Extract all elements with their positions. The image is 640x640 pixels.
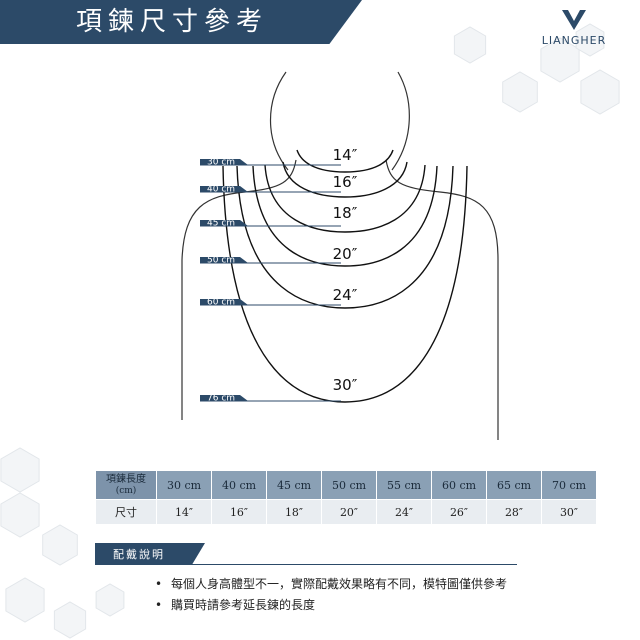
bullet-icon: • bbox=[155, 598, 163, 612]
table-cm-cell: 60 cm bbox=[431, 470, 487, 500]
table-inch-cell: 20″ bbox=[321, 499, 377, 525]
necklace-inch-label: 16″ bbox=[333, 173, 358, 191]
page-title: 項鍊尺寸參考 bbox=[76, 7, 269, 37]
title-banner bbox=[0, 0, 362, 44]
notes-header: 配戴說明 bbox=[95, 543, 205, 565]
length-tag bbox=[200, 159, 248, 165]
hexagon-shape bbox=[53, 601, 87, 639]
brand-v-icon bbox=[562, 10, 586, 30]
necklace-inch-label: 20″ bbox=[333, 245, 358, 263]
notes-list: •每個人身高體型不一，實際配戴效果略有不同，模特圖僅供參考 •購買時請參考延長鍊… bbox=[155, 574, 507, 616]
brand-name: LIANGHER bbox=[541, 34, 607, 47]
length-tags: 30 cm 40 cm 45 cm 50 cm 60 cm 76 cm bbox=[200, 158, 341, 404]
hexagon-shape bbox=[575, 23, 605, 57]
table-inch-cell: 14″ bbox=[156, 499, 212, 525]
hexagon-shape bbox=[580, 69, 620, 115]
table-inch-cell: 28″ bbox=[486, 499, 542, 525]
necklace-chain bbox=[252, 165, 438, 267]
table-cm-cell: 55 cm bbox=[376, 470, 432, 500]
notes-title: 配戴說明 bbox=[113, 548, 165, 561]
table-size-row: 尺寸 14″ 16″ 18″ 20″ 24″ 26″ 28″ 30″ bbox=[95, 499, 597, 525]
necklace-inch-label: 24″ bbox=[333, 286, 358, 304]
table-cm-cell: 40 cm bbox=[211, 470, 267, 500]
bullet-icon: • bbox=[155, 577, 163, 591]
necklace-inch-label: 18″ bbox=[333, 204, 358, 222]
hexagon-shape bbox=[502, 71, 538, 113]
hexagon-shape bbox=[95, 583, 125, 617]
table-row-label: 尺寸 bbox=[95, 499, 157, 525]
length-tag-label: 45 cm bbox=[207, 219, 235, 229]
necklace-inch-label: 14″ bbox=[333, 146, 358, 164]
necklace-inch-label: 30″ bbox=[333, 376, 358, 394]
table-cm-cell: 65 cm bbox=[486, 470, 542, 500]
table-header-row: 項鍊長度 (cm) 30 cm 40 cm 45 cm 50 cm 55 cm … bbox=[95, 470, 597, 500]
table-inch-cell: 16″ bbox=[211, 499, 267, 525]
hexagon-shape bbox=[0, 492, 40, 538]
list-item: •購買時請參考延長鍊的長度 bbox=[155, 595, 507, 616]
length-tag bbox=[200, 220, 248, 226]
length-tag-label: 50 cm bbox=[207, 256, 235, 266]
list-item: •每個人身高體型不一，實際配戴效果略有不同，模特圖僅供參考 bbox=[155, 574, 507, 595]
necklace-diagram: 14″ 16″ 18″ 20″ 24″ 30″ 30 cm 40 cm 45 cm 50 cm 6… bbox=[181, 71, 499, 440]
table-cm-cell: 50 cm bbox=[321, 470, 377, 500]
necklace-chain bbox=[222, 165, 468, 403]
length-tag bbox=[200, 257, 248, 263]
size-table: 項鍊長度 (cm) 30 cm 40 cm 45 cm 50 cm 55 cm … bbox=[95, 470, 597, 525]
hexagon-shape bbox=[453, 26, 487, 64]
length-tag bbox=[200, 395, 248, 401]
necklace-chain bbox=[264, 164, 426, 233]
table-inch-cell: 26″ bbox=[431, 499, 487, 525]
length-tag bbox=[200, 186, 248, 192]
table-header-label: 項鍊長度 (cm) bbox=[95, 470, 157, 500]
table-cm-cell: 70 cm bbox=[541, 470, 597, 500]
table-cm-cell: 30 cm bbox=[156, 470, 212, 500]
table-inch-cell: 30″ bbox=[541, 499, 597, 525]
brand-logo: LIANGHER bbox=[524, 8, 624, 52]
length-tag-label: 76 cm bbox=[207, 394, 235, 404]
hexagon-shape bbox=[0, 447, 40, 493]
hexagon-shape bbox=[5, 577, 45, 623]
necklace-chains: 14″ 16″ 18″ 20″ 24″ 30″ bbox=[222, 146, 468, 403]
table-inch-cell: 24″ bbox=[376, 499, 432, 525]
necklace-chain bbox=[296, 149, 394, 173]
length-tag-label: 40 cm bbox=[207, 185, 235, 195]
length-tag bbox=[200, 299, 248, 305]
hexagon-shape bbox=[42, 524, 78, 566]
necklace-chain bbox=[282, 161, 408, 198]
notes-divider bbox=[95, 564, 517, 565]
body-outline bbox=[181, 71, 499, 440]
table-inch-cell: 18″ bbox=[266, 499, 322, 525]
table-cm-cell: 45 cm bbox=[266, 470, 322, 500]
length-tag-label: 30 cm bbox=[207, 158, 235, 168]
length-tag-label: 60 cm bbox=[207, 298, 235, 308]
necklace-chain bbox=[236, 165, 454, 309]
